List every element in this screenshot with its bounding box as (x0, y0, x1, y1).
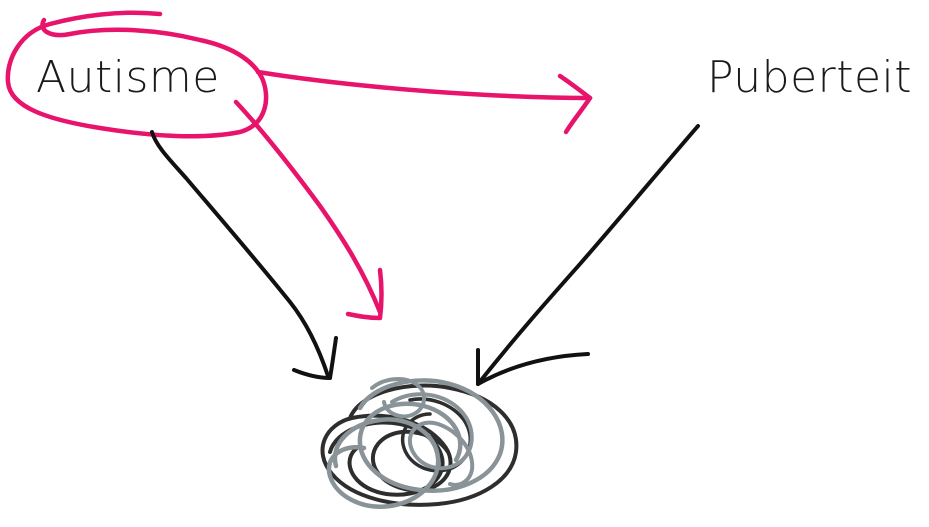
label-puberteit: Puberteit (707, 52, 913, 103)
arrow-left-to-right (255, 69, 593, 101)
arrowhead-black-right (476, 348, 590, 386)
tangle-scribble (320, 377, 519, 509)
arrow-black-right (476, 124, 700, 386)
arrow-black-left (150, 130, 330, 378)
arrowhead-left-to-tangle (345, 267, 384, 321)
label-autisme: Autisme (36, 52, 220, 103)
arrow-left-to-tangle (233, 99, 383, 315)
arrowhead-left-to-right (557, 73, 593, 135)
highlight-circle (5, 10, 269, 139)
arrowhead-black-left (292, 336, 338, 380)
